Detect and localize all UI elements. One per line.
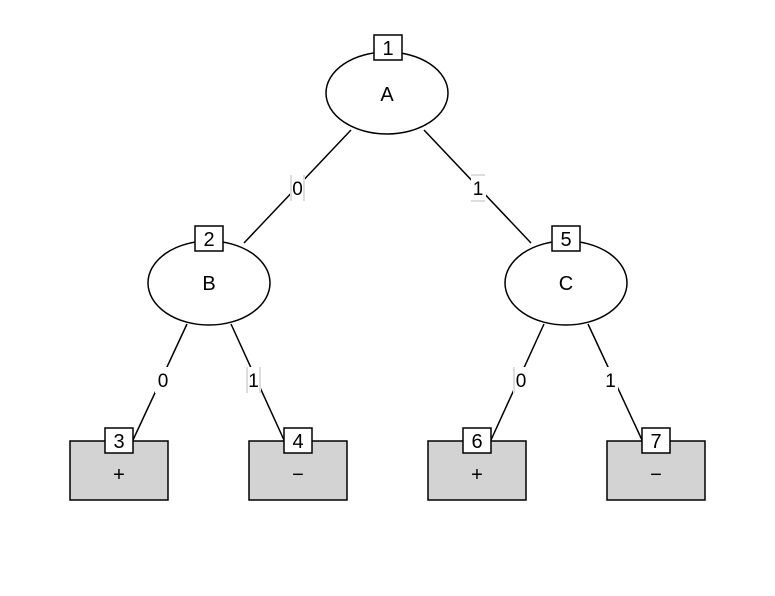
node-id-text: 5	[560, 229, 571, 251]
edge-label-c-leaf6: 0	[513, 367, 529, 393]
leaf-id-badge	[462, 427, 492, 454]
node-id-text: 2	[203, 229, 214, 251]
node-id-badge	[194, 225, 224, 252]
leaf-id-text: 7	[650, 431, 661, 453]
edge-label-text: 0	[158, 371, 169, 392]
leaf-7: 7 −	[606, 427, 706, 501]
node-b: B 2	[147, 225, 271, 326]
leaf-class-label: −	[292, 464, 304, 486]
edge-label-text: 1	[248, 371, 259, 392]
node-id-badge	[551, 225, 581, 252]
leaf-class-label: +	[471, 464, 483, 486]
leaf-3: 3 +	[69, 427, 169, 501]
leaf-id-text: 3	[113, 431, 124, 453]
edge-label-text: 0	[292, 179, 303, 200]
node-a: A 1	[325, 34, 449, 135]
leaf-id-badge	[283, 427, 313, 454]
leaf-class-label: −	[650, 464, 662, 486]
edge-label-text: 0	[516, 371, 527, 392]
leaf-4: 4 −	[248, 427, 348, 501]
node-label: A	[380, 84, 394, 106]
node-id-badge	[373, 34, 403, 61]
edge-label-a-c: 1	[471, 174, 486, 202]
leaf-6: 6 +	[427, 427, 527, 501]
edge-label-b-leaf4: 1	[246, 367, 261, 393]
leaf-id-text: 6	[471, 431, 482, 453]
node-id-text: 1	[382, 38, 393, 60]
leaf-class-label: +	[113, 464, 125, 486]
edge-label-c-leaf7: 1	[603, 367, 618, 393]
edge-label-b-leaf3: 0	[155, 367, 171, 393]
edge-label-text: 1	[473, 179, 484, 200]
leaf-id-text: 4	[292, 431, 303, 453]
node-label: C	[559, 273, 573, 295]
edge-label-a-b: 0	[290, 175, 305, 201]
node-c: C 5	[504, 225, 628, 326]
leaf-id-badge	[641, 427, 671, 454]
node-label: B	[202, 273, 215, 295]
edge-label-text: 1	[605, 371, 616, 392]
leaf-id-badge	[104, 427, 134, 454]
